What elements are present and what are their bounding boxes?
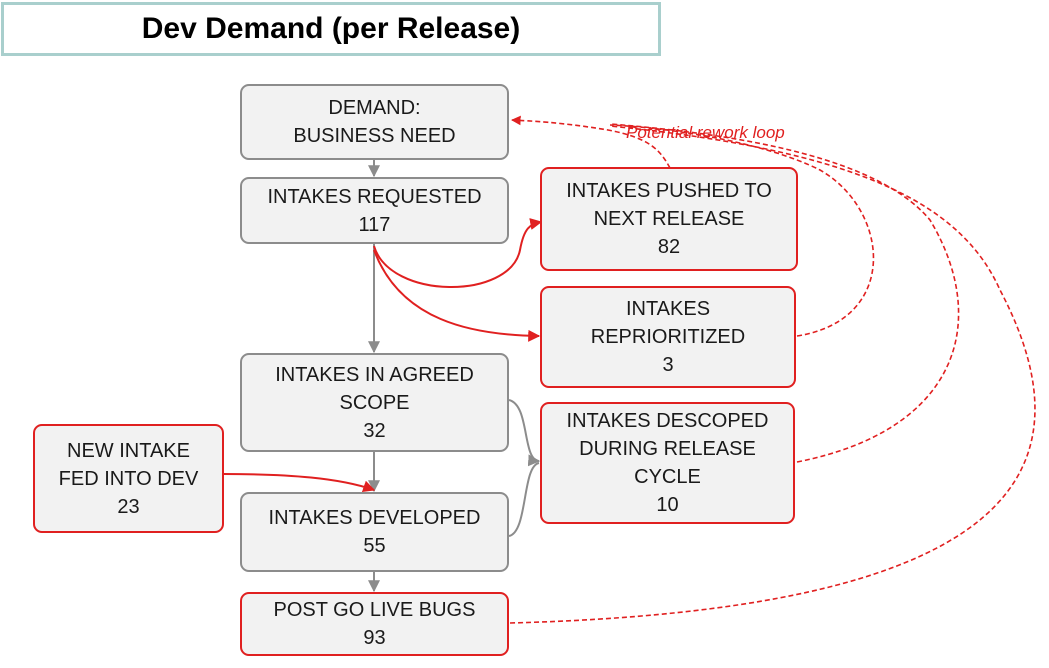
node-demand-line1: DEMAND: [328,97,421,119]
arrow-requested-to-pushed [373,218,543,288]
node-intakes-reprioritized-value: 3 [662,354,674,376]
node-intakes-reprioritized-line2: REPRIORITIZED [590,326,746,348]
node-intakes-agreed-value: 32 [363,419,386,442]
node-intakes-pushed-value: 82 [657,236,681,258]
node-new-intake-line1: NEW INTAKE [67,439,190,462]
rework-loop-pushed [511,115,671,169]
node-intakes-reprioritized: INTAKES REPRIORITIZED 3 [540,286,796,388]
node-post-go-live-bugs-value: 93 [363,627,386,649]
node-intakes-agreed-scope: INTAKES IN AGREED SCOPE 32 [240,353,509,452]
arrow-developed-to-descoped [508,462,540,537]
rework-loop-reprioritized [609,124,875,337]
diagram-title: Dev Demand (per Release) [141,12,521,45]
node-intakes-pushed-line2: NEXT RELEASE [593,208,745,230]
node-intakes-reprioritized-line1: INTAKES [625,298,711,320]
title-box: Dev Demand (per Release) [1,2,661,56]
node-intakes-requested-label: INTAKES REQUESTED [267,185,482,208]
node-intakes-requested: INTAKES REQUESTED 117 [240,177,509,244]
node-intakes-requested-value: 117 [358,213,391,236]
node-intakes-descoped-line2: DURING RELEASE [579,438,756,460]
node-intakes-pushed-line1: INTAKES PUSHED TO [566,180,772,202]
node-new-intake-value: 23 [117,495,140,518]
arrow-agreed-to-descoped [508,399,541,467]
node-intakes-descoped-value: 10 [656,494,679,516]
node-intakes-developed-label: INTAKES DEVELOPED [268,507,481,529]
node-intakes-descoped-line1: INTAKES DESCOPED [566,410,769,432]
node-intakes-descoped-line3: CYCLE [634,466,701,488]
node-intakes-agreed-line2: SCOPE [339,391,410,414]
node-new-intake-line2: FED INTO DEV [58,467,199,490]
rework-loop-descoped [609,123,960,463]
node-intakes-developed: INTAKES DEVELOPED 55 [240,492,509,572]
node-demand-line2: BUSINESS NEED [293,125,456,147]
node-post-go-live-bugs: POST GO LIVE BUGS 93 [240,592,509,656]
node-new-intake: NEW INTAKE FED INTO DEV 23 [33,424,224,533]
arrow-new-intake-to-developed [222,473,376,493]
node-intakes-descoped: INTAKES DESCOPED DURING RELEASE CYCLE 10 [540,402,795,524]
node-intakes-agreed-line1: INTAKES IN AGREED [275,363,474,386]
node-post-go-live-bugs-label: POST GO LIVE BUGS [273,599,476,621]
node-demand: DEMAND: BUSINESS NEED [240,84,509,160]
node-intakes-developed-value: 55 [363,535,386,557]
arrow-requested-to-reprioritized [373,249,541,342]
node-intakes-pushed: INTAKES PUSHED TO NEXT RELEASE 82 [540,167,798,271]
rework-loop-bugs [509,125,1036,624]
rework-loop-label: Potential rework loop [626,123,785,142]
